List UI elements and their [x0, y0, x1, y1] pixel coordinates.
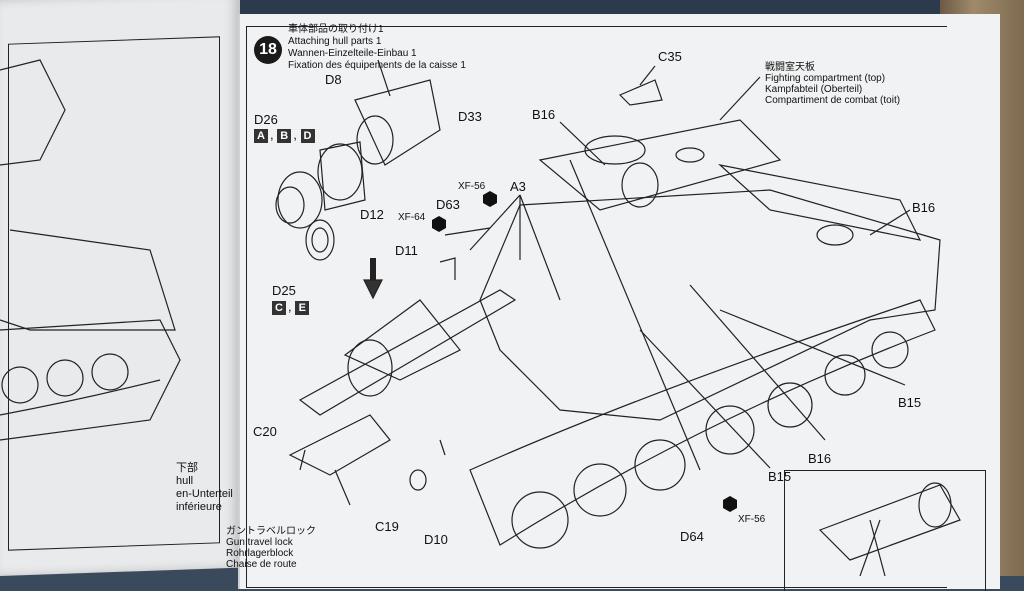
gun-travel-lock-de: Rohrlagerblock — [226, 548, 294, 559]
step-title-de: Wannen-Einzelteile-Einbau 1 — [288, 48, 417, 59]
inset-panel-border — [784, 470, 986, 591]
hull-drawing — [288, 65, 941, 549]
step-number-badge: 18 — [254, 36, 282, 64]
variant-letter-d: D — [300, 129, 315, 143]
part-label-d12: D12 — [360, 207, 384, 222]
assembly-drawing — [0, 59, 961, 576]
fighting-compartment-en: Fighting compartment (top) — [765, 73, 886, 84]
part-label-b15: B15 — [768, 469, 792, 484]
part-label-d10: D10 — [424, 532, 448, 547]
left-caption-line1: 下部 — [176, 462, 198, 474]
fighting-compartment-fr: Compartiment de combat (toit) — [765, 95, 901, 106]
part-label-d11: D11 — [395, 243, 418, 258]
part-label-b16-bottom: B16 — [808, 451, 832, 466]
part-label-d64: D64 — [680, 529, 704, 544]
part-label-c35: C35 — [658, 49, 682, 64]
variant-letter-c: C — [272, 301, 286, 315]
fighting-compartment-caption: 戦闘室天板 Fighting compartment (top) Kampfab… — [765, 62, 900, 106]
muzzle-brake-parts — [275, 59, 441, 261]
variant-letter-b: B — [277, 129, 292, 143]
d26-variant-letters: A, B, D — [254, 128, 317, 143]
part-label-d63: D63 — [436, 197, 460, 212]
variant-letter-a: A — [254, 129, 268, 143]
variant-letter-e: E — [295, 301, 310, 315]
part-label-a3: A3 — [510, 179, 526, 194]
part-label-d8: D8 — [325, 72, 342, 87]
paint-label-xf64: XF-64 — [398, 212, 426, 223]
part-label-c20: C20 — [253, 424, 277, 439]
instruction-page — [238, 14, 1000, 589]
gun-travel-lock-caption: ガントラベルロック Gun travel lock Rohrlagerblock… — [226, 526, 316, 570]
fighting-compartment-jp: 戦闘室天板 — [765, 62, 815, 73]
step-title-block: 車体部品の取り付け1 Attaching hull parts 1 Wannen… — [288, 24, 466, 72]
variant-separator: , — [288, 299, 292, 314]
step-title-jp: 車体部品の取り付け1 — [288, 24, 384, 35]
left-caption-line4: inférieure — [176, 501, 222, 513]
variant-separator: , — [270, 127, 274, 142]
xf64-paint-marker — [432, 216, 446, 232]
fighting-compartment-de: Kampfabteil (Oberteil) — [765, 84, 863, 95]
part-label-b16-right: B16 — [912, 200, 936, 215]
part-label-b16: B16 — [532, 107, 556, 122]
step-title-en: Attaching hull parts 1 — [288, 36, 382, 47]
gun-travel-lock-fr: Chaise de route — [226, 559, 297, 570]
part-label-d25: D25 — [272, 283, 296, 298]
left-caption-line3: en-Unterteil — [176, 488, 233, 500]
inset-gun-drawing — [818, 482, 961, 576]
gun-travel-lock-en: Gun travel lock — [226, 537, 293, 548]
xf56-paint-marker-2 — [723, 496, 737, 512]
part-label-d26: D26 — [254, 112, 278, 127]
xf56-paint-marker — [483, 191, 497, 207]
variant-separator: , — [293, 127, 297, 142]
left-page-caption: 下部 hull en-Unterteil inférieure — [176, 462, 233, 514]
part-label-c19: C19 — [375, 519, 399, 534]
gun-travel-lock-jp: ガントラベルロック — [226, 526, 316, 537]
paint-label-xf56: XF-56 — [458, 181, 486, 192]
d25-variant-letters: C, E — [272, 300, 311, 315]
part-label-b15-right: B15 — [898, 395, 922, 410]
left-caption-line2: hull — [176, 475, 194, 487]
paint-label-xf56-bottom: XF-56 — [738, 514, 766, 525]
part-label-d33: D33 — [458, 109, 482, 124]
step-title-fr: Fixation des équipements de la caisse 1 — [288, 60, 466, 71]
left-page-hull-drawing — [0, 59, 181, 441]
